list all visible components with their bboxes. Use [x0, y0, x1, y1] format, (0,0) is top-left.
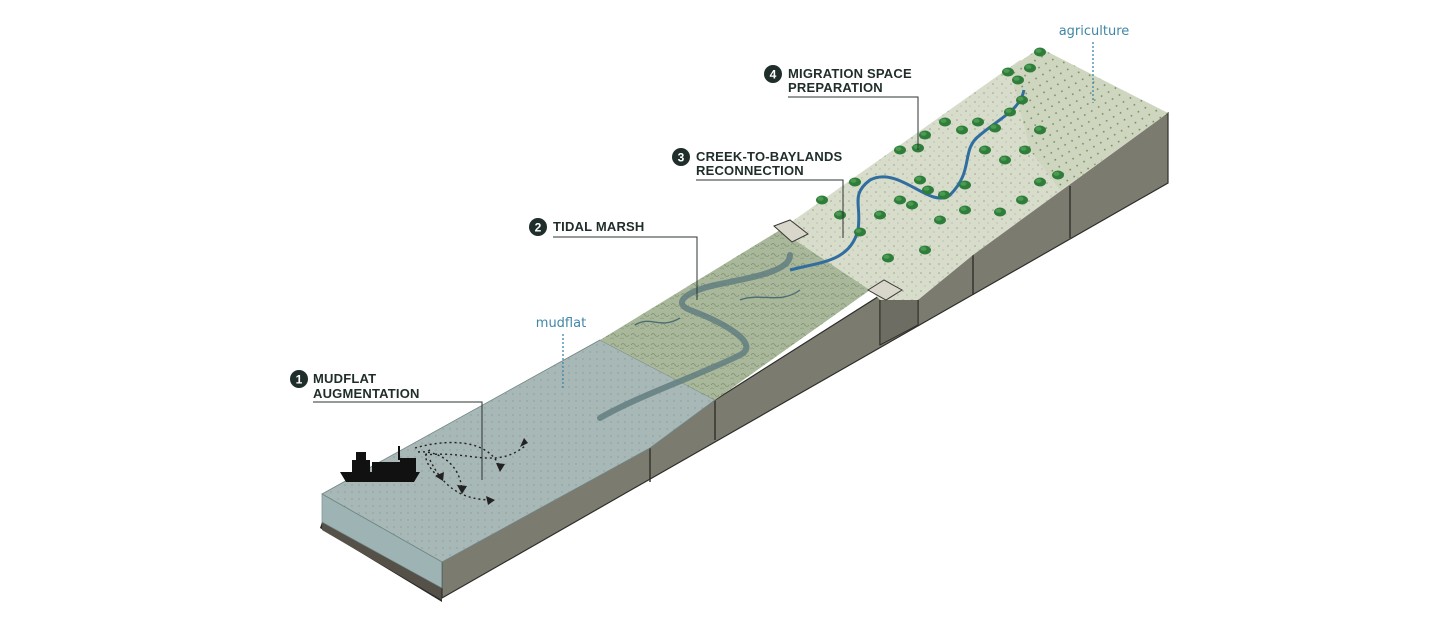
callout-title-line1: MIGRATION SPACE — [788, 66, 912, 81]
callout-number: 3 — [678, 151, 685, 165]
callout-creek-reconnection: 3 CREEK-TO-BAYLANDS RECONNECTION — [672, 148, 844, 238]
marsh-channel — [634, 289, 801, 326]
agriculture-label: agriculture — [1059, 24, 1130, 39]
callout-migration-space: 4 MIGRATION SPACE PREPARATION — [764, 65, 919, 150]
water-front — [321, 493, 443, 589]
callout-title-line2: RECONNECTION — [696, 163, 804, 178]
callout-number-badge — [764, 65, 782, 83]
callout-title-line2: AUGMENTATION — [313, 386, 420, 401]
creek-reconnection — [789, 89, 1026, 272]
ship-icon — [340, 446, 420, 482]
callout-number-badge — [290, 370, 308, 388]
tidal-creek — [597, 252, 793, 421]
callout-title-line1: TIDAL MARSH — [553, 219, 645, 234]
callout-title-line2: PREPARATION — [788, 80, 883, 95]
callout-number: 4 — [770, 68, 777, 82]
levee-icon — [773, 219, 809, 243]
levee-icon — [867, 279, 903, 301]
mudflat-label: mudflat — [536, 316, 586, 331]
callout-mudflat-augmentation: 1 MUDFLAT AUGMENTATION — [290, 370, 483, 480]
callout-title-line1: CREEK-TO-BAYLANDS — [696, 149, 843, 164]
callout-number: 1 — [296, 373, 303, 387]
callout-number: 2 — [535, 221, 542, 235]
callout-number-badge — [672, 148, 690, 166]
callout-number-badge — [529, 218, 547, 236]
front-face — [322, 522, 442, 600]
callout-tidal-marsh: 2 TIDAL MARSH — [529, 218, 698, 300]
callout-title-line1: MUDFLAT — [313, 371, 376, 386]
